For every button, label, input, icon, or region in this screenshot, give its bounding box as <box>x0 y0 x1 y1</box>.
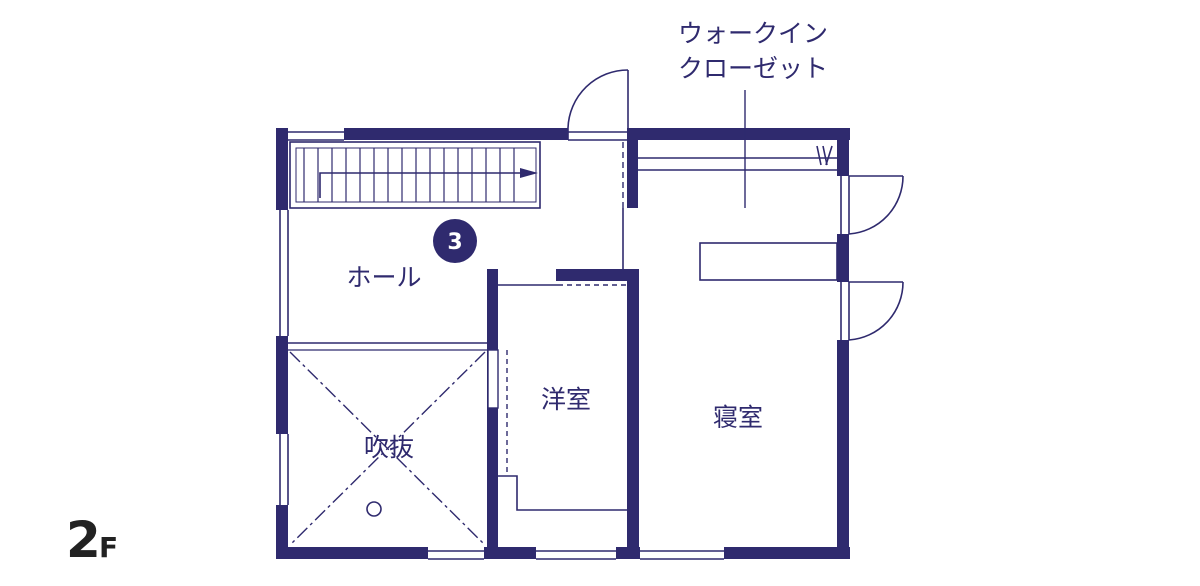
hall-label: ホール <box>346 263 421 292</box>
walk-in-closet-shelves <box>638 145 837 171</box>
bedroom-label: 寝室 <box>713 403 763 432</box>
atrium-label: 吹抜 <box>364 433 414 462</box>
marker-number: 3 <box>447 230 462 255</box>
outer-walls <box>276 128 850 559</box>
atrium-cross <box>289 351 486 546</box>
walk-in-closet-label-line2: クローゼット <box>678 54 828 83</box>
bedroom-counter <box>699 242 838 281</box>
location-marker: 3 <box>433 219 477 263</box>
right-door-lower <box>848 281 904 341</box>
hall-door <box>567 69 629 141</box>
right-door-upper <box>848 175 904 235</box>
western-room-window <box>487 349 499 409</box>
staircase <box>289 141 541 209</box>
floor-suffix: F <box>99 531 118 564</box>
atrium-light-fixture <box>366 501 382 517</box>
interior-walls <box>487 128 639 559</box>
plan-linework <box>276 69 904 560</box>
floor-number: 2 <box>66 511 101 569</box>
western-room-closet <box>498 475 627 511</box>
windows <box>279 131 850 560</box>
western-room-label: 洋室 <box>541 385 591 414</box>
walk-in-closet-label-line1: ウォークイン <box>678 19 828 48</box>
